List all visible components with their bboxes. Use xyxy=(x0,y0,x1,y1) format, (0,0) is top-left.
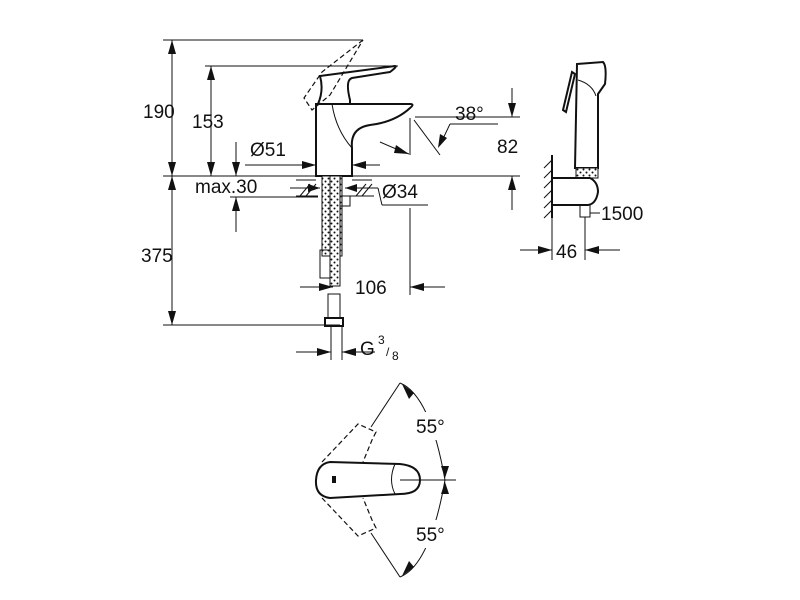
rotation-upper-label: 55° xyxy=(416,417,445,438)
lever-height-label: 153 xyxy=(192,112,224,133)
thread-slash: / xyxy=(386,345,390,359)
thread-label: G 3 / 8 xyxy=(360,333,399,363)
hose-length-label: 1500 xyxy=(601,204,643,225)
spout-angle-label: 38° xyxy=(455,104,484,125)
thread-numerator: 3 xyxy=(378,333,385,347)
connection-length-label: 375 xyxy=(141,246,173,267)
base-diameter-label: Ø51 xyxy=(250,140,286,161)
dimension-lines xyxy=(163,39,552,360)
deck-thickness-label: max.30 xyxy=(195,177,257,198)
hole-diameter-label: Ø34 xyxy=(382,182,418,203)
spout-height-label: 82 xyxy=(497,137,518,158)
rotation-lower-label: 55° xyxy=(416,525,445,546)
thread-prefix: G xyxy=(360,339,375,360)
thread-denominator: 8 xyxy=(392,349,399,363)
total-height-label: 190 xyxy=(143,102,175,123)
spout-reach-label: 106 xyxy=(355,278,387,299)
hand-shower xyxy=(538,60,620,260)
faucet-top-view xyxy=(314,382,456,578)
faucet-side-view xyxy=(296,39,414,327)
projection-label: 46 xyxy=(556,242,577,263)
